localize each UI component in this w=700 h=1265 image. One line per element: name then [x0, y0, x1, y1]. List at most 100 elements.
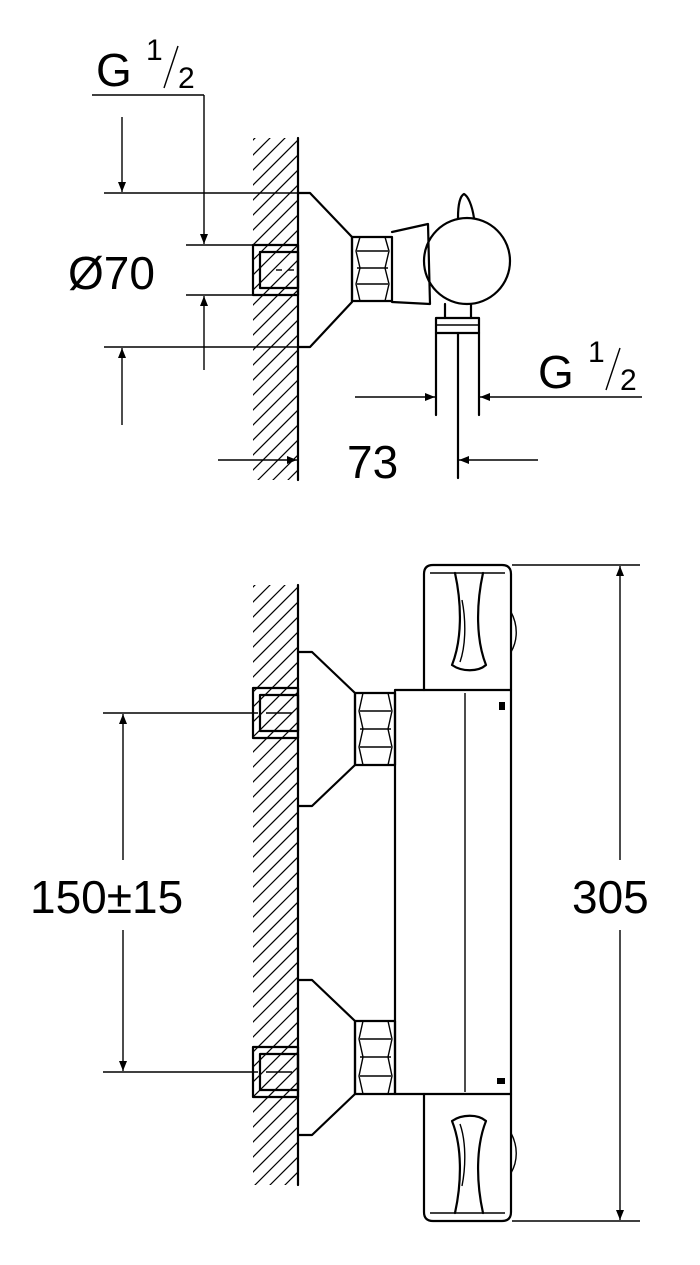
side-view: Ø70 G 1 2 G 1 2 73	[68, 34, 642, 578]
hatch-line	[250, 525, 300, 575]
control-knob-side	[422, 216, 512, 306]
hatch-line	[250, 1215, 300, 1265]
thread-outlet-den: 2	[620, 364, 637, 397]
hatch-line	[250, 498, 300, 548]
wall-connector-lower-inner	[258, 1052, 300, 1092]
temperature-handle	[422, 563, 513, 692]
rosette-upper	[296, 650, 357, 808]
thread-inlet-den: 2	[178, 62, 195, 95]
hatch-line	[253, 676, 298, 723]
hatch-line	[253, 826, 298, 873]
flow-handle-grip	[450, 1114, 488, 1215]
hatch-line	[253, 585, 271, 603]
hatch-line	[253, 586, 298, 633]
hatch-line	[253, 976, 298, 1023]
wall-hatching-top	[250, 78, 300, 578]
hatch-line	[253, 721, 298, 768]
thread-inlet-num: 1	[146, 34, 163, 67]
front-view: 150±15 305	[30, 525, 649, 1265]
hatch-line	[250, 513, 300, 563]
hatch-line	[253, 1036, 298, 1083]
thread-outlet-main: G	[538, 346, 574, 398]
fraction-bar	[163, 45, 179, 89]
thread-outlet-num: 1	[588, 336, 605, 369]
hatch-line	[253, 424, 298, 471]
hatch-line	[253, 319, 298, 366]
hatch-line	[253, 138, 256, 141]
hatch-line	[250, 78, 300, 128]
rosette-side	[296, 191, 354, 349]
hatch-line	[253, 766, 298, 813]
hex-nut-edge	[355, 236, 361, 302]
hatch-line	[253, 274, 298, 321]
thread-inlet-main: G	[96, 44, 132, 96]
hatch-line	[253, 259, 298, 306]
hatch-line	[250, 483, 300, 533]
hatch-line	[253, 394, 298, 441]
wall-connector-upper-inner	[258, 693, 300, 733]
height-label: 305	[572, 871, 649, 923]
hatch-line	[250, 1185, 300, 1235]
hatch-line	[253, 334, 298, 381]
wall-hatching-bottom	[250, 525, 300, 1265]
hatch-line	[253, 841, 298, 888]
hatch-line	[253, 781, 298, 828]
hatch-line	[253, 916, 298, 963]
mixer-body	[393, 688, 513, 1096]
hatch-line	[253, 856, 298, 903]
hex-nut-side	[350, 235, 394, 303]
hatch-line	[254, 1141, 298, 1185]
hatch-line	[253, 931, 298, 978]
hatch-line	[253, 349, 298, 396]
hatch-line	[253, 796, 298, 843]
hatch-line	[250, 1200, 300, 1250]
hatch-line	[253, 961, 298, 1008]
hatch-line	[253, 289, 298, 336]
diameter-label: Ø70	[68, 247, 155, 299]
hatch-line	[253, 585, 286, 618]
hatch-line	[257, 439, 298, 480]
hatch-line	[253, 616, 298, 663]
hatch-line	[253, 1126, 298, 1173]
hatch-line	[253, 199, 298, 246]
hatch-line	[253, 139, 298, 186]
hatch-line	[253, 646, 298, 693]
hatch-line	[253, 1111, 298, 1158]
wall-connector-inner-top	[258, 250, 300, 290]
hatch-line	[250, 528, 300, 578]
hatch-line	[253, 886, 298, 933]
indicator-mark-bottom	[497, 1078, 505, 1084]
hatch-line	[253, 1081, 298, 1128]
hatch-line	[253, 585, 256, 588]
hatch-line	[253, 154, 298, 201]
hatch-line	[253, 304, 298, 351]
rosette-lower	[296, 978, 357, 1137]
hatch-line	[253, 946, 298, 993]
hatch-line	[287, 469, 298, 480]
hatch-line	[284, 1171, 298, 1185]
hatch-line	[253, 901, 298, 948]
body-side	[390, 222, 432, 306]
hatch-line	[253, 1096, 298, 1143]
hatch-line	[253, 1051, 298, 1098]
knob-lever	[456, 192, 476, 220]
hatch-line	[253, 1021, 298, 1068]
hatch-line	[253, 736, 298, 783]
hatch-line	[253, 691, 298, 738]
hatch-line	[253, 184, 298, 231]
hatch-line	[253, 138, 271, 156]
hatch-line	[253, 244, 298, 291]
hatch-line	[253, 364, 298, 411]
hex-nut-edge	[384, 236, 390, 302]
hatch-line	[253, 811, 298, 858]
hatch-line	[253, 138, 286, 171]
hatch-line	[253, 661, 298, 708]
hatch-line	[253, 871, 298, 918]
hatch-line	[253, 991, 298, 1038]
hatch-line	[253, 409, 298, 456]
hatch-line	[253, 631, 298, 678]
hatch-line	[253, 751, 298, 798]
indicator-mark-top	[499, 702, 505, 710]
hatch-line	[250, 1230, 300, 1265]
